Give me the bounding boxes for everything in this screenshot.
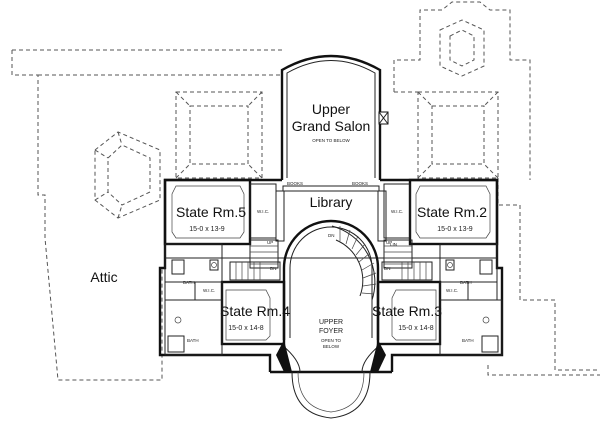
left-lower-bath-label: BATH: [187, 338, 199, 343]
attic-label: Attic: [90, 269, 117, 285]
state5-dimensions: 15-0 x 13-9: [189, 226, 225, 233]
state-room-2: W.I.C. State Rm.2 15-0 x 13-9: [383, 178, 499, 246]
roof-outline-right: [393, 1, 600, 376]
attic-outline: [11, 49, 282, 381]
state-room-3: State Rm.3 15-0 x 14-8: [370, 280, 442, 372]
grand-salon: Upper Grand Salon OPEN TO BELOW: [280, 54, 389, 180]
foyer-note-line1: OPEN TO: [321, 338, 342, 343]
stair-dn-label-right: DN: [384, 266, 391, 271]
library-books-left: BOOKS: [287, 181, 303, 186]
right-wic-label: W.I.C.: [446, 288, 458, 293]
salon-title-line2: Grand Salon: [292, 118, 371, 134]
side-stairs: UP DN UP LIN DN: [229, 239, 433, 281]
library: BOOKS BOOKS Library: [275, 181, 387, 242]
right-baths: BATH W.I.C. BATH: [439, 243, 503, 356]
lin-label: LIN: [390, 242, 397, 247]
state2-wic-label: W.I.C.: [391, 209, 403, 214]
state5-name: State Rm.5: [176, 204, 246, 220]
state4-dimensions: 15-0 x 14-8: [228, 325, 264, 332]
foyer-note-line2: BELOW: [323, 344, 340, 349]
state2-dimensions: 15-0 x 13-9: [437, 226, 473, 233]
left-wic-label: W.I.C.: [203, 288, 215, 293]
foyer-title-line2: FOYER: [319, 328, 343, 335]
foyer-labels: UPPER FOYER OPEN TO BELOW: [319, 319, 343, 349]
salon-title-line1: Upper: [312, 101, 350, 117]
state-room-4: State Rm.4 15-0 x 14-8: [220, 280, 292, 372]
state2-name: State Rm.2: [417, 204, 487, 220]
roof-outline-left: [94, 91, 263, 219]
grand-stair-dn-label: DN: [328, 233, 335, 238]
stair-up-label-left: UP: [267, 240, 273, 245]
state3-dimensions: 15-0 x 14-8: [398, 325, 434, 332]
state3-name: State Rm.3: [372, 303, 442, 319]
right-lower-bath-label: BATH: [462, 338, 474, 343]
state5-wic-label: W.I.C.: [257, 209, 269, 214]
stair-dn-label-left: DN: [270, 266, 277, 271]
foyer-title-line1: UPPER: [319, 319, 343, 326]
curved-staircase: DN: [328, 225, 377, 301]
library-name: Library: [310, 194, 353, 210]
left-baths: BATH W.I.C. BATH: [164, 243, 223, 356]
library-books-right: BOOKS: [352, 181, 368, 186]
state-room-5: W.I.C. State Rm.5 15-0 x 13-9: [163, 178, 277, 246]
salon-note: OPEN TO BELOW: [312, 138, 350, 143]
front-balcony: [291, 371, 371, 419]
state4-name: State Rm.4: [220, 303, 290, 319]
upper-foyer: [281, 219, 381, 373]
stair-up-label-right: UP: [386, 240, 392, 245]
